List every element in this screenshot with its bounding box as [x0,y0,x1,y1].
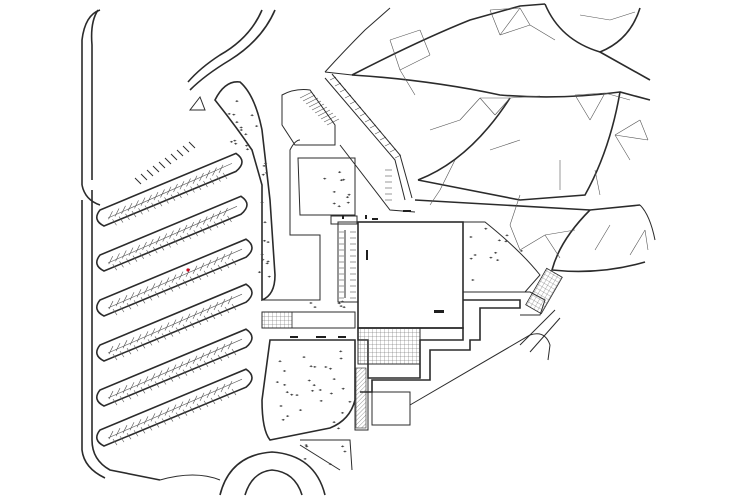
red-marker [186,268,190,272]
building-hall [357,221,464,329]
parking-rows [96,76,402,447]
building-wing [337,221,359,303]
building-gate-markers [342,210,411,220]
tree-symbols [227,100,523,466]
east-planting [462,221,563,315]
lower-courtyard [261,311,356,471]
main-building [330,215,551,431]
parking-lot [81,190,161,481]
roundabout [159,451,326,496]
paved-plaza [357,327,421,365]
planted-island [214,81,356,302]
diagonal-parking-strip [324,73,416,213]
triangle-mesh [389,7,649,259]
triangulated-landscape [324,3,651,273]
access-road [81,9,276,206]
east-road [519,204,656,353]
